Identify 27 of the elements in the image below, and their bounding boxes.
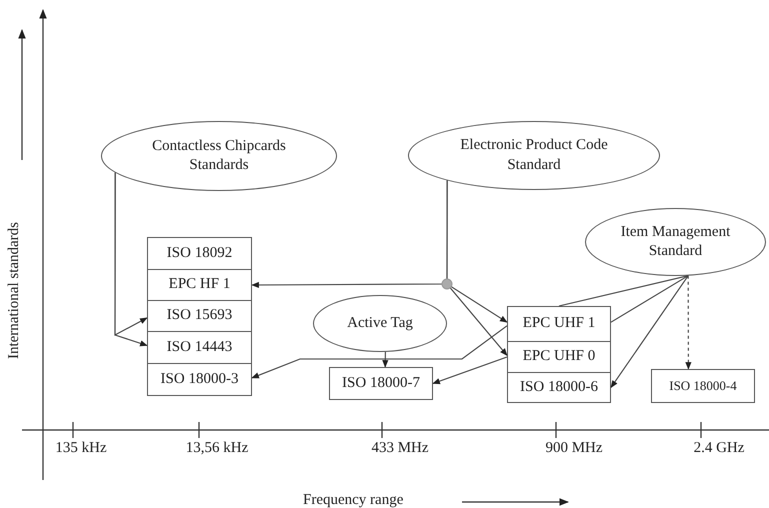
arrow (251, 325, 508, 378)
standard-ellipse: Item Management Standard (585, 208, 766, 276)
tick-label: 900 MHz (545, 440, 603, 457)
standard-box: EPC UHF 1 (507, 306, 611, 342)
tick-label: 2.4 GHz (694, 440, 744, 457)
tick-label: 433 MHz (371, 440, 429, 457)
arrow (610, 275, 689, 388)
arrow (685, 276, 692, 370)
standard-box: ISO 14443 (147, 331, 252, 364)
arrow (432, 356, 508, 384)
standard-box: EPC HF 1 (147, 269, 252, 301)
standard-ellipse: Contactless Chipcards Standards (101, 121, 337, 191)
standard-ellipse: Active Tag (313, 295, 447, 352)
standard-box: ISO 18000-6 (507, 372, 611, 403)
standard-ellipse: Electronic Product Code Standard (408, 121, 660, 190)
arrow (382, 352, 388, 368)
standard-box: ISO 18000-3 (147, 363, 252, 396)
tick-label: 135 kHz (55, 440, 107, 457)
axis-title: International standards (6, 222, 24, 360)
standard-box: EPC UHF 0 (507, 341, 611, 373)
tick-label: 13,56 kHz (186, 440, 248, 457)
standard-box: ISO 18092 (147, 237, 252, 270)
standard-box: ISO 18000-7 (329, 367, 433, 400)
arrow (446, 180, 508, 356)
standard-box: ISO 18000-4 (651, 369, 755, 403)
axis-title: Frequency range (303, 492, 404, 508)
standard-box: ISO 15693 (147, 300, 252, 332)
